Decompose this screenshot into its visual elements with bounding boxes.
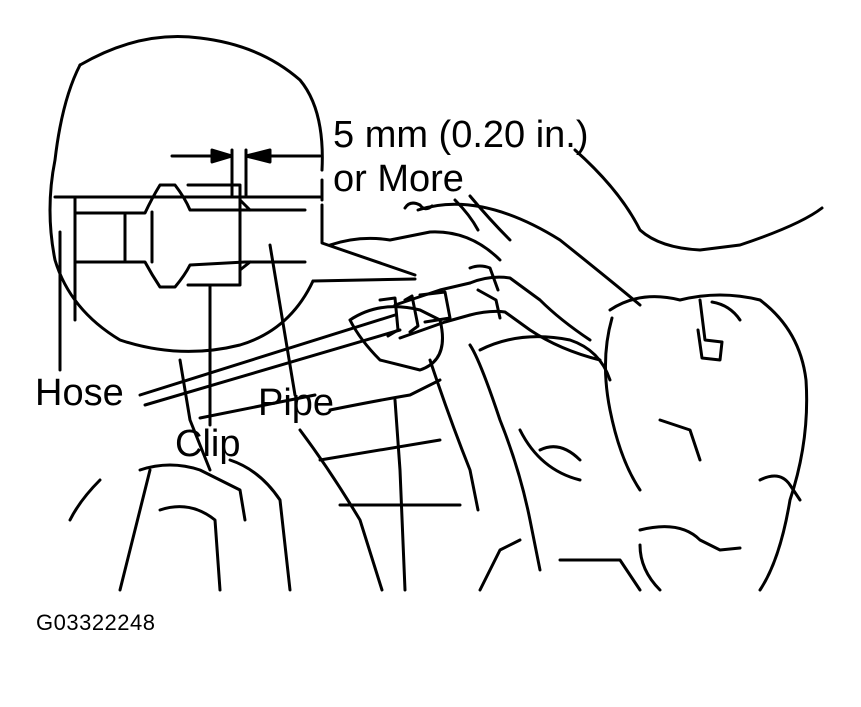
figure-code: G03322248 [36, 610, 156, 635]
dimension-qualifier-label: or More [333, 158, 464, 200]
pipe-label: Pipe [258, 382, 335, 424]
magnifier-callout [48, 35, 417, 353]
dimension-arrows [170, 148, 322, 164]
clip-label: Clip [175, 423, 241, 465]
fuel-pipe-drawing [138, 264, 602, 407]
engine-outline [68, 148, 824, 592]
dimension-label: 5 mm (0.20 in.) [333, 114, 589, 156]
hose-label: Hose [35, 372, 124, 414]
leader-lines [58, 230, 317, 427]
